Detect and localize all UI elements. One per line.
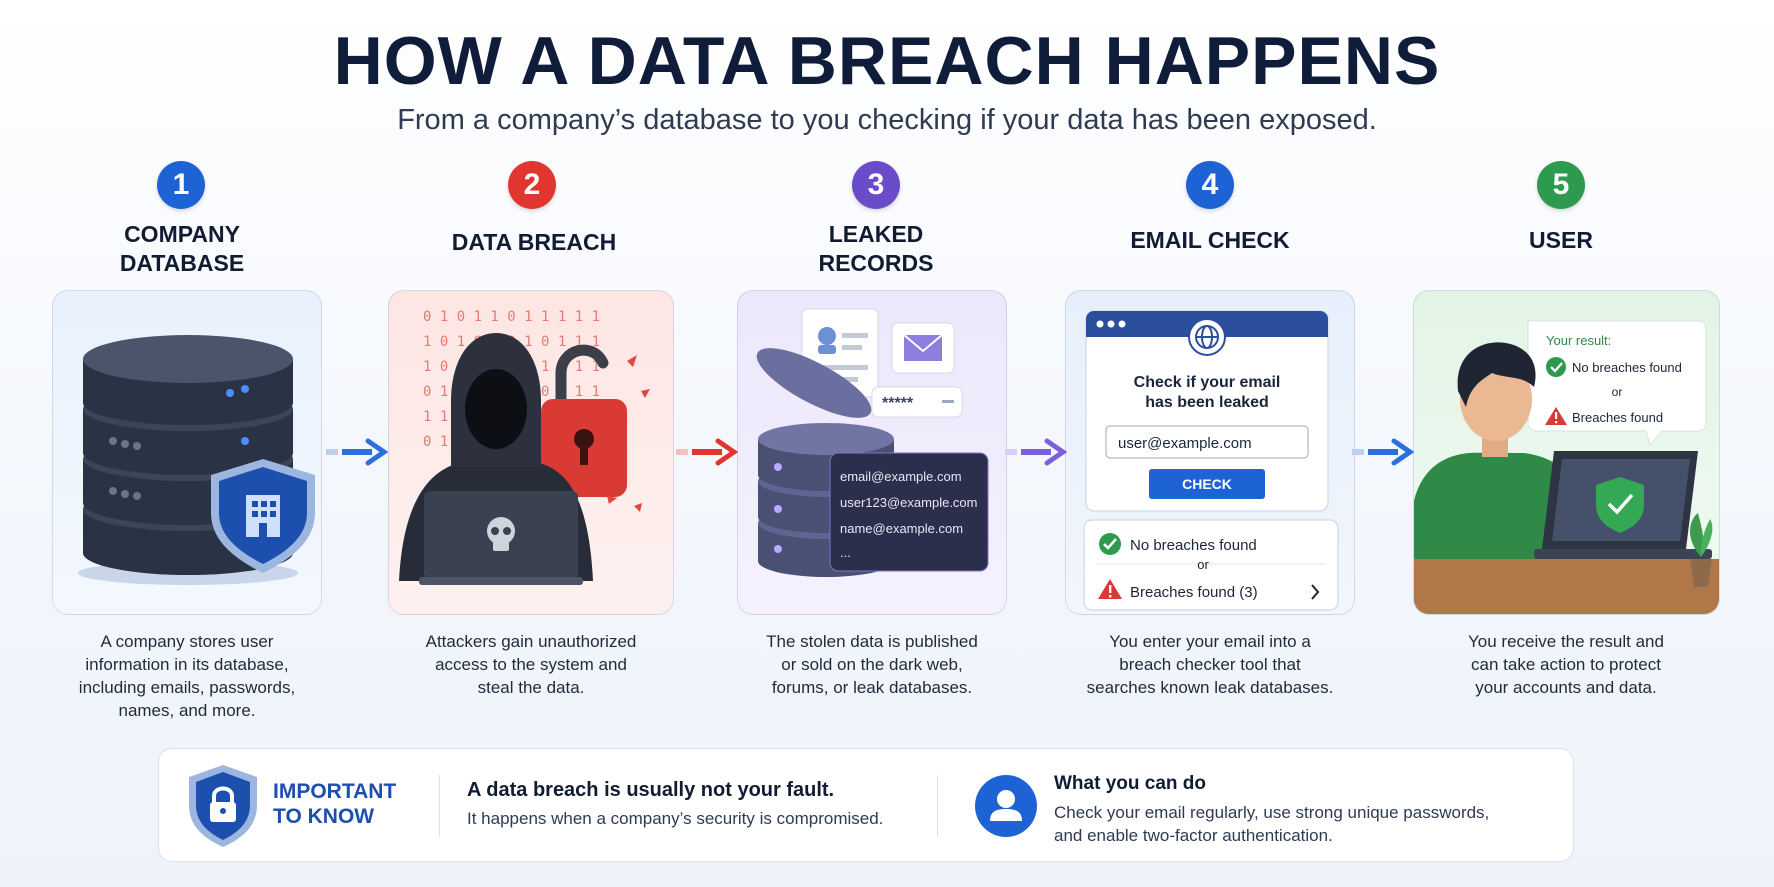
divider — [439, 775, 440, 837]
step-4-description: You enter your email into a breach check… — [1086, 632, 1334, 697]
step-3-number: 3 — [852, 161, 900, 209]
leaked-email: name@example.com — [840, 521, 963, 536]
card-company-database — [52, 290, 322, 615]
laptop-icon — [419, 491, 583, 585]
binary-row: 0 1 0 1 1 0 1 1 1 1 1 — [423, 309, 600, 325]
result-or: or — [1197, 557, 1209, 572]
card-data-breach: 0 1 0 1 1 0 1 1 1 1 1 1 0 1 0 1 0 1 0 1 … — [388, 290, 674, 615]
step-1-number: 1 — [157, 161, 205, 209]
important-headline: A data breach is usually not your fault. — [467, 779, 835, 801]
step-4-number: 4 — [1186, 161, 1234, 209]
step-2-number: 2 — [508, 161, 556, 209]
shield-check-icon — [1596, 477, 1644, 533]
checker-illustration: Check if your email has been leaked user… — [1083, 310, 1339, 611]
card-user: Your result: No breaches found or Breach… — [1413, 290, 1720, 615]
arrow-right-icon — [676, 438, 738, 466]
user-illustration: Your result: No breaches found or Breach… — [1414, 320, 1719, 614]
result-ok: No breaches found — [1130, 537, 1257, 554]
padlock-open-icon — [541, 344, 650, 512]
checker-results: No breaches found or Breaches found (3) — [1083, 519, 1339, 611]
shield-lock-icon — [189, 765, 257, 847]
email-input-value: user@example.com — [1118, 435, 1252, 452]
card-email-check: Check if your email has been leaked user… — [1065, 290, 1355, 615]
check-button[interactable] — [1149, 469, 1265, 499]
important-label: IMPORTANT TO KNOW — [273, 780, 397, 828]
result-bad[interactable]: Breaches found (3) — [1130, 584, 1258, 601]
page-subtitle: From a company’s database to you checkin… — [397, 104, 1377, 136]
svg-text:*****: ***** — [882, 395, 914, 412]
arrow-right-icon — [1352, 438, 1414, 466]
email-input[interactable] — [1105, 425, 1309, 459]
important-detail: It happens when a company’s security is … — [467, 809, 884, 828]
advice-headline: What you can do — [1054, 773, 1206, 794]
step-2-description: Attackers gain unauthorized access to th… — [425, 632, 637, 697]
step-5-description: You receive the result and can take acti… — [1468, 632, 1664, 697]
chevron-right-icon[interactable] — [1311, 584, 1320, 600]
leaked-email: ... — [840, 545, 851, 560]
laptop-icon — [1534, 451, 1712, 559]
skull-icon — [487, 517, 515, 551]
step-2-title: DATA BREACH — [451, 229, 617, 255]
user-avatar-icon — [975, 775, 1037, 837]
shield-building-icon — [211, 459, 315, 573]
step-3-title: LEAKED RECORDS — [818, 221, 934, 276]
leaked-email-list: email@example.com user123@example.com na… — [829, 452, 989, 572]
user-result-ok: No breaches found — [1572, 360, 1682, 375]
user-result-or: or — [1612, 385, 1623, 399]
user-result-bad: Breaches found — [1572, 410, 1663, 425]
step-1-description: A company stores user information in its… — [78, 632, 296, 720]
advice-text: Check your email regularly, use strong u… — [1054, 803, 1490, 845]
hacker-illustration: 0 1 0 1 1 0 1 1 1 1 1 1 0 1 0 1 0 1 0 1 … — [399, 309, 650, 585]
result-heading: Your result: — [1546, 333, 1611, 348]
important-info-box: IMPORTANT TO KNOW A data breach is usual… — [158, 748, 1574, 862]
browser-window: Check if your email has been leaked user… — [1085, 310, 1329, 512]
leaked-records-illustration: ***** email@example.com user123@example.… — [756, 308, 989, 577]
database-illustration — [78, 335, 315, 585]
checker-heading: has been leaked — [1145, 394, 1269, 411]
check-circle-icon — [1546, 357, 1566, 377]
checker-heading: Check if your email — [1134, 374, 1281, 391]
globe-icon — [1188, 318, 1226, 356]
password-field-icon: ***** — [871, 386, 963, 418]
leaked-email: user123@example.com — [840, 495, 977, 510]
step-1-title: COMPANY DATABASE — [119, 221, 245, 276]
page-title: HOW A DATA BREACH HAPPENS — [333, 23, 1441, 99]
result-bubble: Your result: No breaches found or Breach… — [1527, 320, 1707, 447]
check-button-label: CHECK — [1182, 476, 1232, 492]
step-3-description: The stolen data is published or sold on … — [766, 632, 978, 697]
leaked-email: email@example.com — [840, 469, 962, 484]
step-5-number: 5 — [1537, 161, 1585, 209]
card-leaked-records: ***** email@example.com user123@example.… — [737, 290, 1007, 615]
arrow-right-icon — [1005, 438, 1067, 466]
divider — [937, 775, 938, 837]
potted-plant-icon — [1414, 513, 1719, 614]
arrow-right-icon — [326, 438, 388, 466]
step-5-title: USER — [1529, 227, 1593, 253]
envelope-icon — [891, 322, 955, 374]
step-4-title: EMAIL CHECK — [1130, 227, 1290, 253]
